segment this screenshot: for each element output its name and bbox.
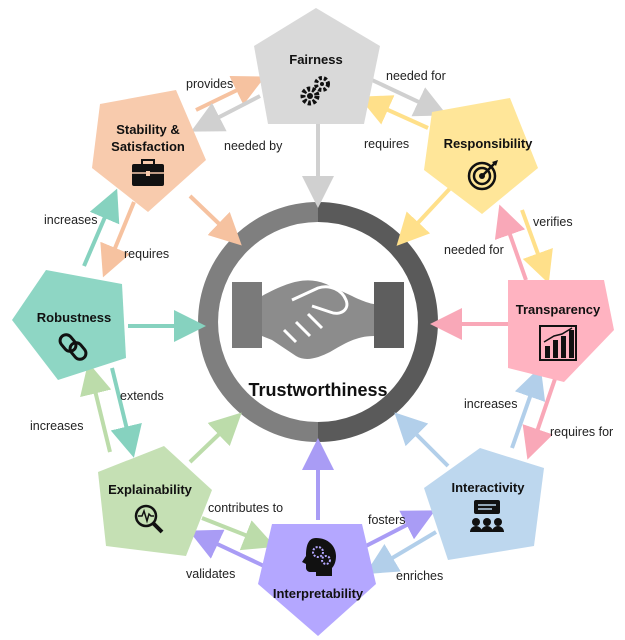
node-title-robustness: Robustness: [37, 310, 111, 325]
edge-label-requires-left: requires: [124, 247, 169, 261]
node-transparency: Transparency: [508, 280, 614, 382]
briefcase-icon: [132, 159, 164, 186]
edge-label-validates: validates: [186, 567, 235, 581]
node-fairness: Fairness: [254, 8, 380, 124]
edge-label-contributes-to: contributes to: [208, 501, 283, 515]
node-interactivity: Interactivity: [424, 448, 544, 560]
node-title-responsibility: Responsibility: [444, 136, 534, 151]
node-robustness: Robustness: [12, 270, 126, 380]
edge-label-fosters: fosters: [368, 513, 406, 527]
edge-label-provides: provides: [186, 77, 233, 91]
edge-label-verifies: verifies: [533, 215, 573, 229]
gears-icon: [300, 76, 330, 106]
node-responsibility: Responsibility: [424, 98, 538, 214]
node-interpretability: Interpretability: [258, 524, 376, 636]
edge-label-needed-for-right: needed for: [444, 243, 504, 257]
handshake-icon: [232, 280, 404, 359]
node-title-explainability: Explainability: [108, 482, 193, 497]
center-title: Trustworthiness: [248, 380, 387, 400]
node-stability-satisfaction: Stability & Satisfaction: [92, 90, 206, 212]
node-title-stability-line2: Satisfaction: [111, 139, 185, 154]
edge-label-requires-for: requires for: [550, 425, 613, 439]
target-icon: [467, 160, 498, 191]
edge-label-increases-left-top: increases: [44, 213, 98, 227]
trustworthiness-hub: Trustworthiness: [198, 202, 438, 442]
edge-label-needed-for-top: needed for: [386, 69, 446, 83]
edge-label-increases-right: increases: [464, 397, 518, 411]
bar-chart-icon: [539, 325, 577, 361]
node-title-stability-line1: Stability &: [116, 122, 180, 137]
edge-label-extends: extends: [120, 389, 164, 403]
node-title-fairness: Fairness: [289, 52, 342, 67]
edge-label-requires-top: requires: [364, 137, 409, 151]
ring-arrows: [80, 76, 558, 575]
group-chat-icon: [470, 500, 504, 532]
magnifier-pulse-icon: [134, 504, 164, 534]
edge-labels: provides needed by needed for requires v…: [30, 69, 613, 583]
edge-label-enriches: enriches: [396, 569, 443, 583]
head-gears-icon: [302, 538, 336, 576]
edge-label-needed-by: needed by: [224, 139, 283, 153]
chain-link-icon: [58, 333, 88, 361]
node-title-interpretability: Interpretability: [273, 586, 364, 601]
center-arrows: [128, 118, 508, 520]
node-title-transparency: Transparency: [516, 302, 601, 317]
edge-label-increases-left-low: increases: [30, 419, 84, 433]
node-explainability: Explainability: [98, 446, 212, 556]
node-title-interactivity: Interactivity: [452, 480, 526, 495]
